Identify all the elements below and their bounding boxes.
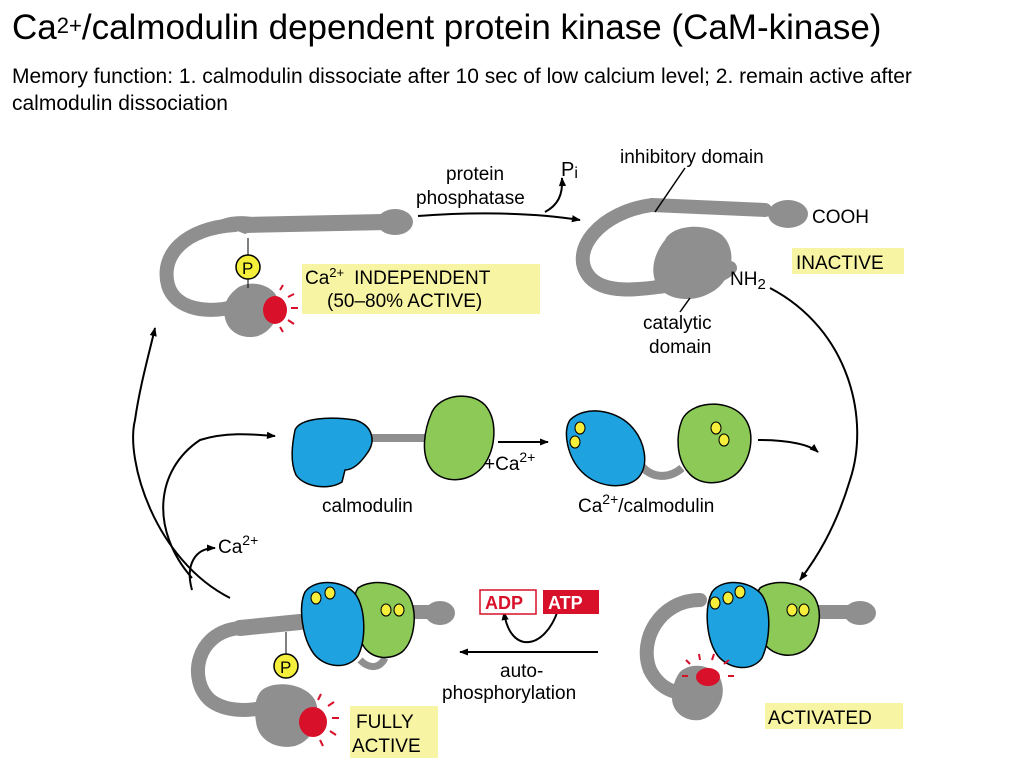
cooh-label: COOH (812, 207, 869, 228)
nh2-label: NH2 (730, 269, 766, 293)
catalytic-label-1: catalytic (643, 313, 712, 334)
svg-text:P: P (242, 259, 253, 278)
ca-release-label: Ca2+ (218, 532, 258, 558)
activated-box (765, 703, 903, 729)
inactive-kinase (575, 198, 808, 300)
protein-phosphatase-label-1: protein (446, 164, 504, 185)
fully-active-kinase: P (191, 581, 455, 747)
active-site-burst-icon (263, 284, 298, 333)
phosphate-icon: P (235, 254, 261, 280)
title-superscript: 2+ (56, 13, 82, 38)
cycle-arrow-icon (769, 287, 859, 581)
ca-independent-box (302, 264, 540, 314)
phosphatase-arrow (417, 212, 581, 223)
activated-label: ACTIVATED (768, 708, 872, 729)
inactive-box (792, 248, 904, 274)
pi-label: Pi (561, 159, 578, 182)
ca-calmodulin-label: Ca2+/calmodulin (578, 491, 714, 517)
inhibitory-domain-pointer (654, 167, 686, 213)
page-title: Ca2+/calmodulin dependent protein kinase… (12, 6, 881, 50)
active-label: ACTIVE (352, 736, 421, 757)
protein-phosphatase-label-2: phosphatase (416, 188, 525, 209)
ca-independent-kinase (159, 209, 413, 338)
auto-label-2: phosphorylation (442, 683, 576, 704)
inhibitory-domain-label: inhibitory domain (620, 147, 764, 168)
adp-box (479, 589, 537, 615)
ca-calmodulin (565, 403, 752, 487)
ca-independent-label: Ca2+INDEPENDENT (305, 265, 491, 289)
return-to-independent-arrow (132, 327, 231, 599)
calcium-ion-icon (569, 421, 730, 449)
ca-release-arrow (188, 544, 216, 591)
catalytic-label-2: domain (649, 337, 711, 358)
calmodulin (291, 395, 495, 488)
activated-kinase (639, 581, 876, 721)
ca-calmodulin-to-kinase-arrow (757, 439, 819, 453)
page-subtitle: Memory function: 1. calmodulin dissociat… (12, 65, 912, 115)
pi-release-arrow (544, 177, 567, 213)
atp-label: ATP (548, 593, 583, 613)
catalytic-domain-pointer (679, 297, 691, 313)
atp-to-adp-arrow (501, 609, 559, 644)
atp-box (543, 590, 599, 614)
svg-text:P: P (280, 658, 291, 677)
auto-label-1: auto- (500, 661, 543, 682)
fully-active-box (350, 706, 438, 758)
title-rest: /calmodulin dependent protein kinase (Ca… (81, 8, 882, 47)
ca-independent-percent: (50–80% ACTIVE) (327, 291, 482, 312)
adp-label: ADP (485, 593, 523, 613)
calmodulin-release-arrow (162, 431, 276, 579)
title-main: Ca (12, 8, 57, 47)
plus-ca-label: +Ca2+ (484, 449, 535, 475)
calmodulin-label: calmodulin (322, 496, 413, 517)
inactive-label: INACTIVE (796, 253, 884, 274)
fully-label: FULLY (356, 712, 414, 733)
